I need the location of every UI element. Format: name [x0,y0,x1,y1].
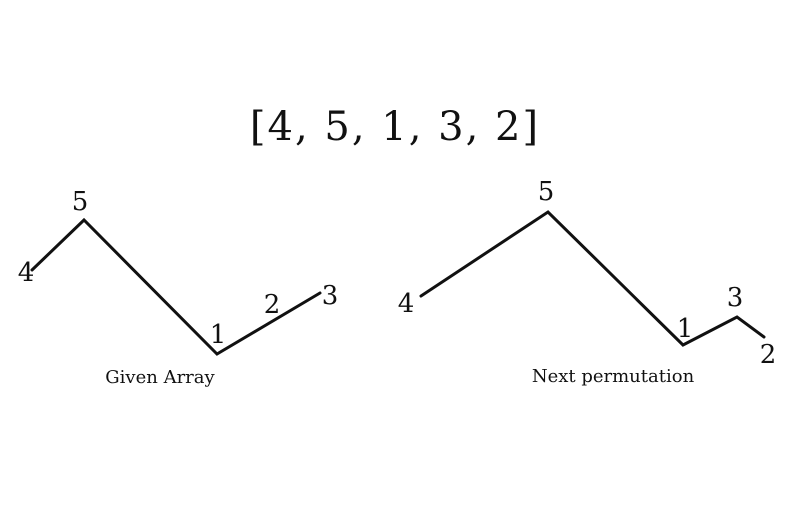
given-array-line [30,217,322,356]
next-node-label-1: 1 [677,314,694,344]
next-permutation-diagram: 4 5 1 3 2 Next permutation [398,177,777,387]
given-array-caption: Given Array [105,367,215,388]
next-permutation-line [419,210,766,347]
next-permutation-caption: Next permutation [532,366,695,387]
given-node-label-3: 3 [322,281,339,311]
array-title: [4, 5, 1, 3, 2] [250,104,540,150]
next-node-label-2: 2 [760,340,777,370]
next-node-label-5: 5 [538,177,555,207]
next-node-label-4: 4 [398,289,415,319]
given-node-label-5: 5 [72,187,89,217]
given-array-diagram: 4 5 1 2 3 Given Array [18,187,339,388]
given-node-label-2: 2 [264,290,281,320]
given-node-label-4: 4 [18,258,35,288]
given-node-label-1: 1 [210,320,227,350]
next-node-label-3: 3 [727,283,744,313]
